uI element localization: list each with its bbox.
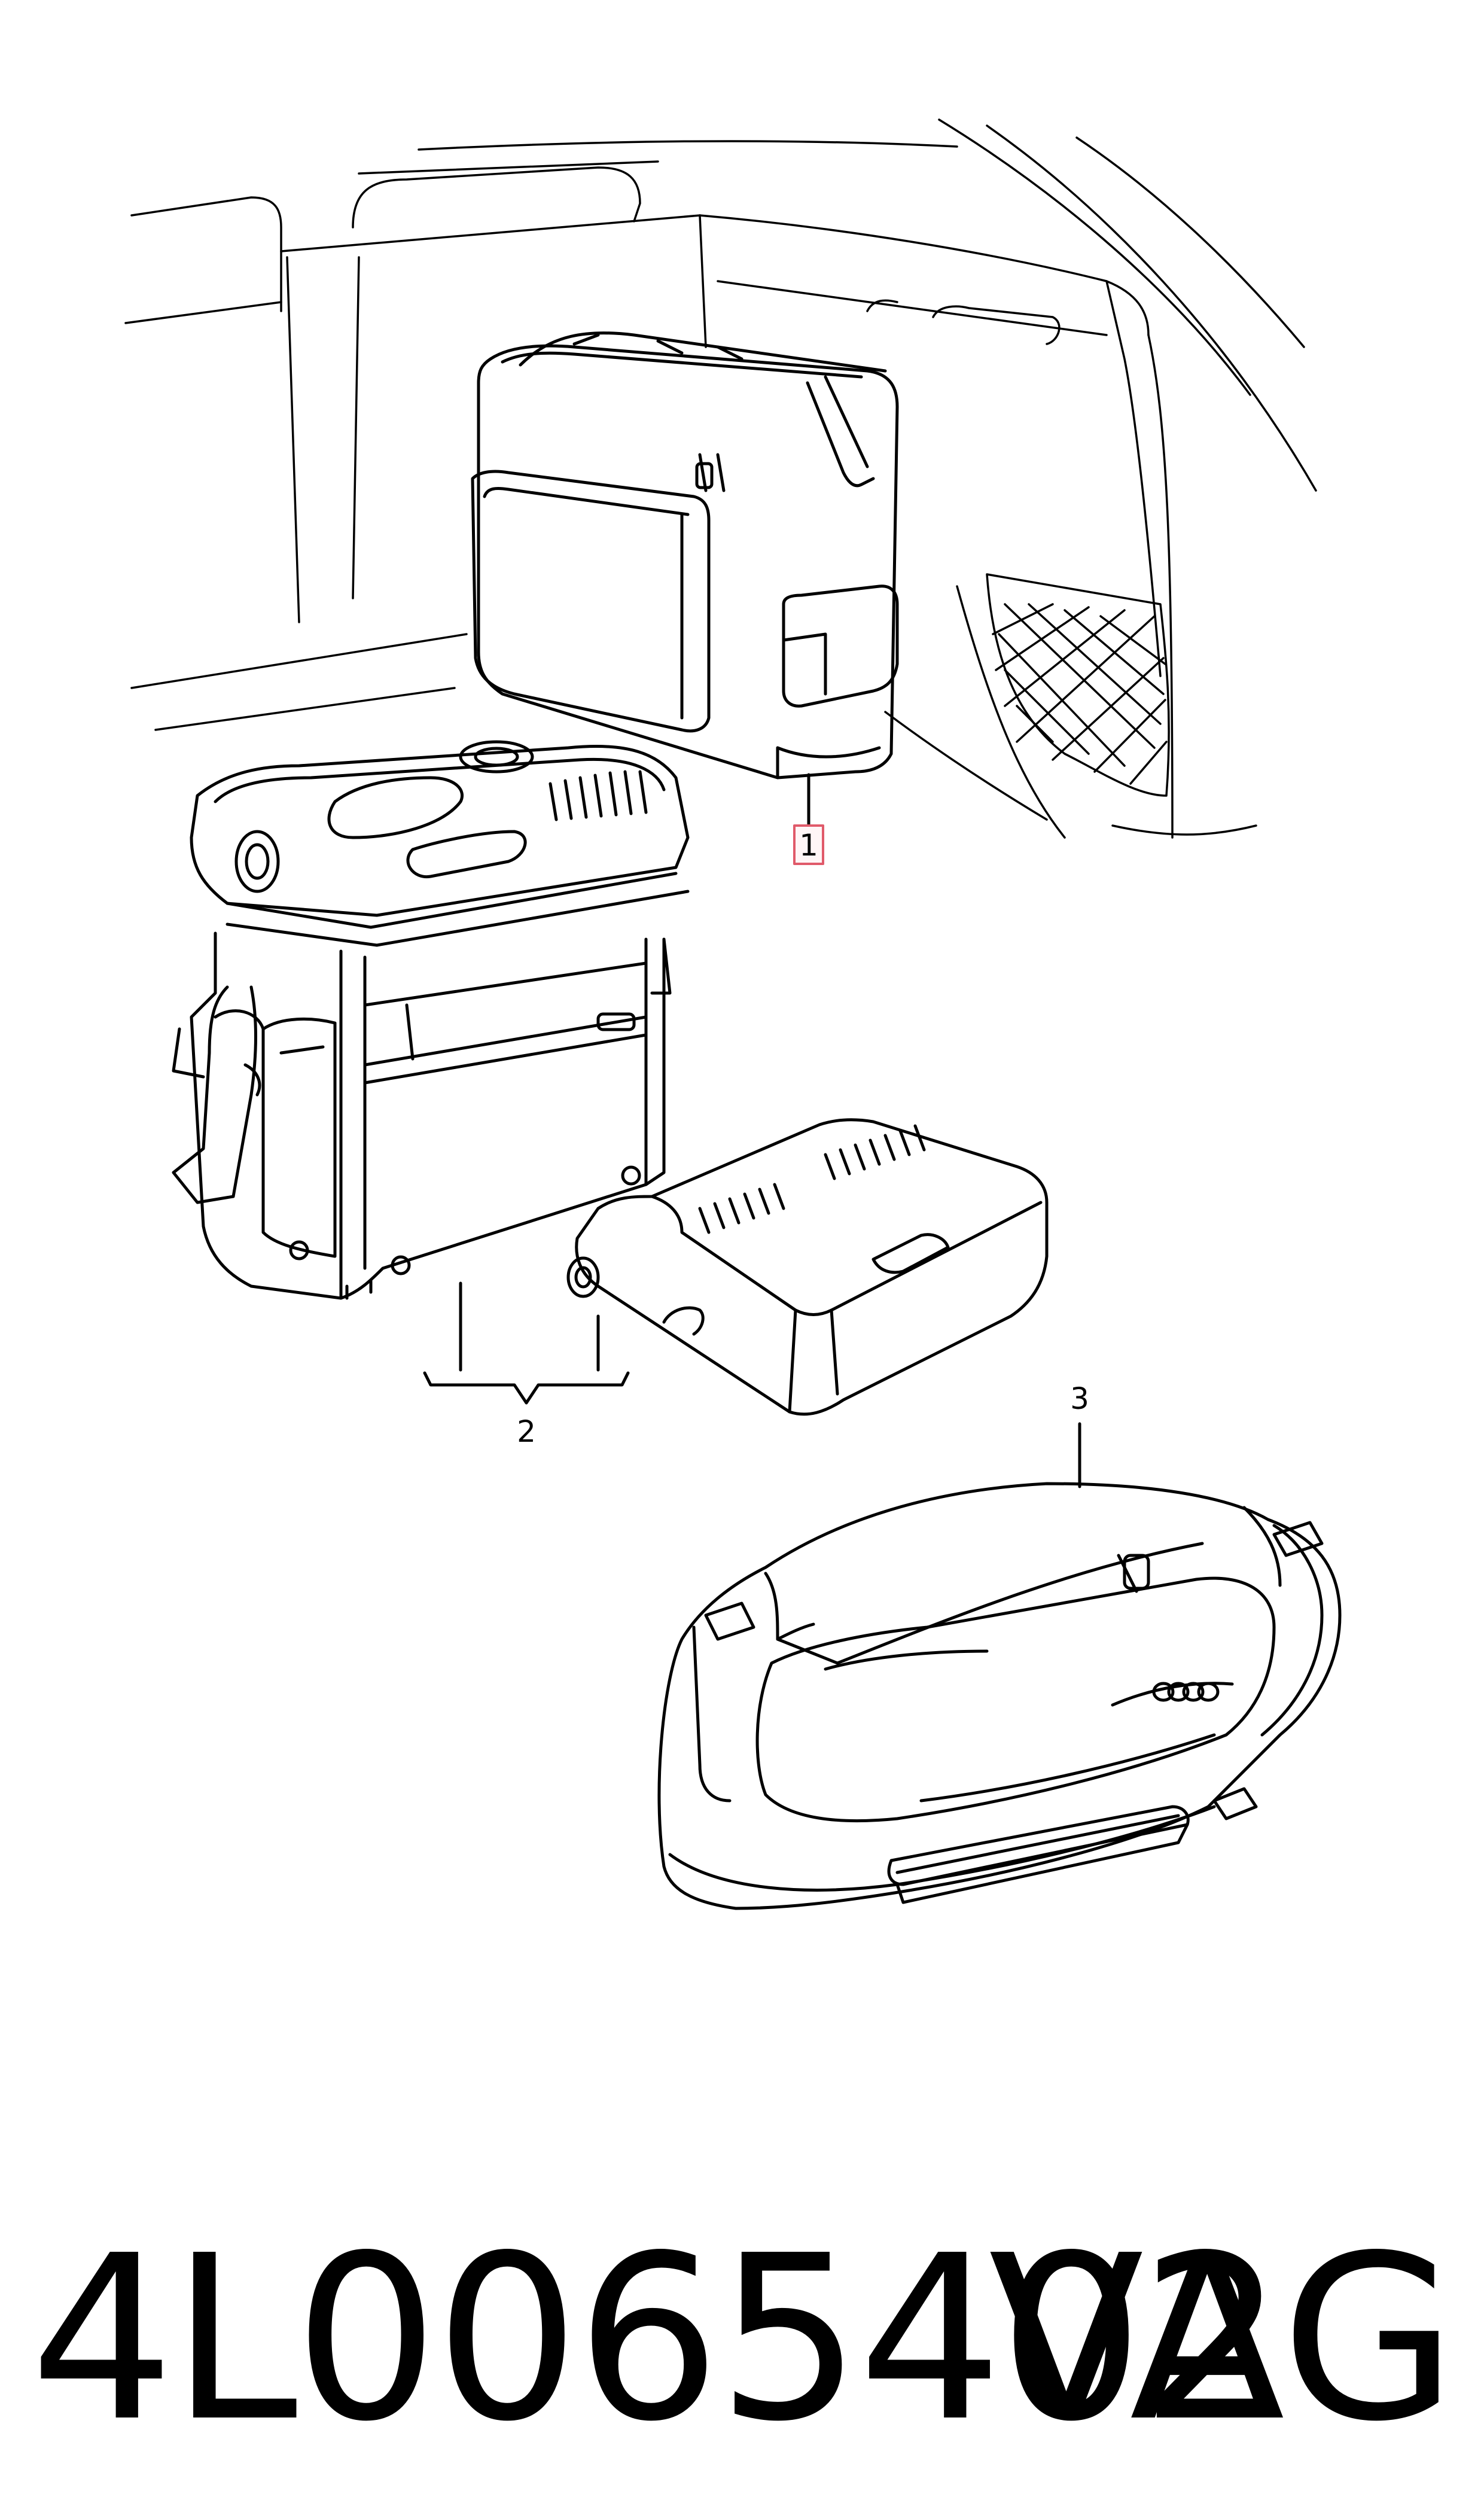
hard-cooler-box-item-2 bbox=[172, 740, 690, 1300]
footer: 4L0065402 VAG bbox=[0, 2213, 1484, 2465]
callout-1-label: 1 bbox=[799, 828, 818, 863]
callout-1-box bbox=[793, 824, 824, 865]
power-plug bbox=[566, 1256, 600, 1298]
lid-vents bbox=[698, 1124, 926, 1234]
carry-handle bbox=[887, 1805, 1190, 1886]
callout-3-label: 3 bbox=[1070, 1381, 1089, 1416]
brand-logo bbox=[1152, 1682, 1220, 1702]
part-number: 4L0065402 bbox=[30, 2206, 1285, 2471]
callout-1[interactable]: 1 bbox=[793, 773, 824, 865]
manufacturer-label: VAG bbox=[988, 2206, 1457, 2471]
zipper-pull bbox=[1123, 1554, 1150, 1590]
callout-2[interactable]: 2 bbox=[423, 1281, 630, 1449]
cooler-lid-accessory bbox=[566, 1118, 1049, 1416]
net-mesh bbox=[992, 603, 1168, 785]
brand-logo bbox=[596, 1012, 636, 1031]
callout-2-bracket bbox=[423, 1281, 630, 1405]
soft-cooler-bag-item-1 bbox=[471, 331, 899, 780]
cooler-duffel-bag-item-3 bbox=[657, 1482, 1342, 1910]
callout-2-label: 2 bbox=[517, 1414, 536, 1449]
vehicle-interior-lines bbox=[124, 118, 1317, 839]
hinge-cylinder bbox=[234, 830, 280, 893]
vent-circle bbox=[459, 740, 534, 774]
grille-vents bbox=[548, 770, 648, 821]
callout-3[interactable]: 3 bbox=[1070, 1381, 1089, 1488]
